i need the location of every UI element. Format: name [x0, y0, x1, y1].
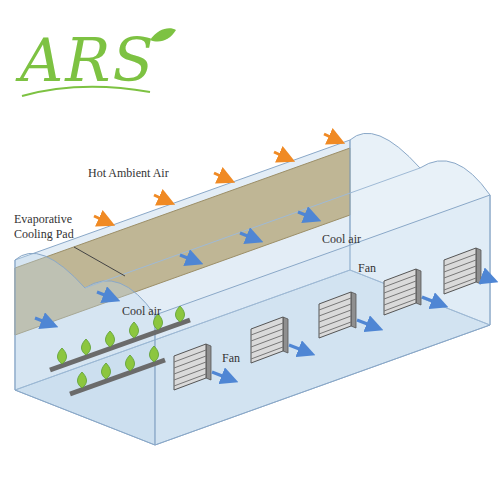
fan-label: Fan	[358, 261, 376, 276]
air-label: Cool air	[322, 232, 361, 247]
air-label: Hot Ambient Air	[88, 166, 169, 181]
pad-label: Evaporative Cooling Pad	[14, 212, 96, 242]
logo-text: ARS	[20, 28, 156, 92]
fan-label: Fan	[222, 351, 240, 366]
air-label: Cool air	[122, 304, 161, 319]
